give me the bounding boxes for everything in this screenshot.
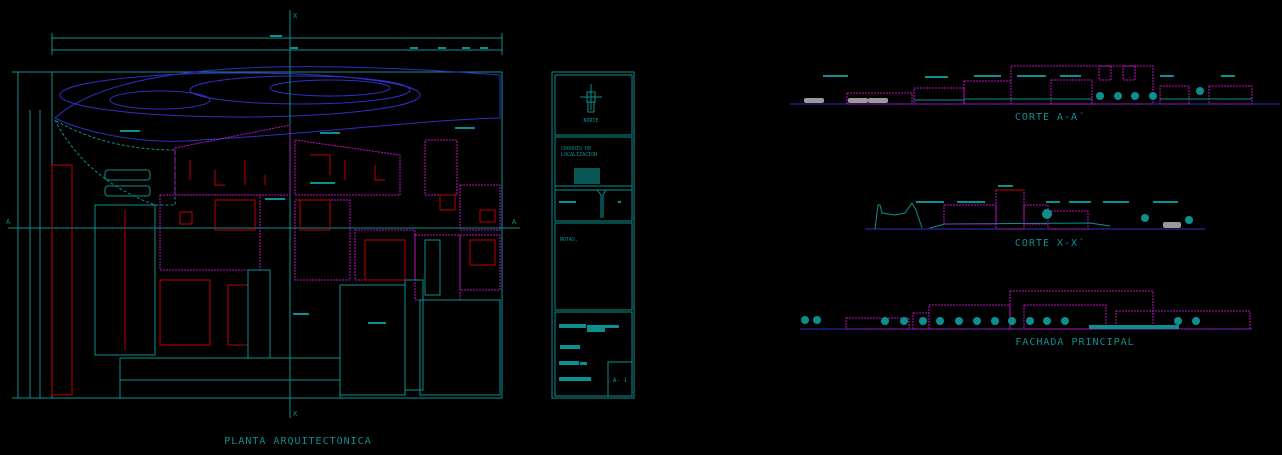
trees xyxy=(1096,87,1204,100)
topographic-contours xyxy=(54,66,501,142)
location-sketch-map xyxy=(555,168,632,218)
building-footprint xyxy=(159,124,501,396)
section-a-a-title: CORTE A-A´ xyxy=(1015,111,1085,123)
section-mark-x-bottom: X xyxy=(293,410,298,418)
main-facade: FACHADA PRINCIPAL xyxy=(800,290,1252,348)
north-arrow-icon xyxy=(580,84,602,113)
section-mark-a-left: A xyxy=(6,218,11,226)
section-a-a: CORTE A-A´ xyxy=(790,65,1280,123)
sheet-number: A- 1 xyxy=(613,377,628,384)
title-block: NORTE CROQUIS DE LOCALIZACION NOTAS. A- … xyxy=(551,71,635,399)
plan-title: PLANTA ARQUITECTONICA xyxy=(224,436,371,447)
floor-plan: X X A A xyxy=(6,10,520,447)
cars xyxy=(804,98,888,103)
section-x-x-title: CORTE X-X´ xyxy=(1015,237,1085,249)
trees xyxy=(801,316,1200,325)
plan-labels-placeholders xyxy=(120,127,475,324)
dimension-lines xyxy=(12,33,503,399)
section-x-x: CORTE X-X´ xyxy=(865,185,1205,249)
notes-label: NOTAS. xyxy=(560,237,578,243)
garden-area xyxy=(53,118,176,206)
section-mark-x-top: X xyxy=(293,12,298,20)
section-mark-a-right: A xyxy=(512,218,517,226)
location-sketch-label: CROQUIS DE xyxy=(561,146,591,152)
location-sketch-label-2: LOCALIZACION xyxy=(561,152,597,158)
north-label: NORTE xyxy=(583,118,598,124)
facade-title: FACHADA PRINCIPAL xyxy=(1015,337,1134,348)
